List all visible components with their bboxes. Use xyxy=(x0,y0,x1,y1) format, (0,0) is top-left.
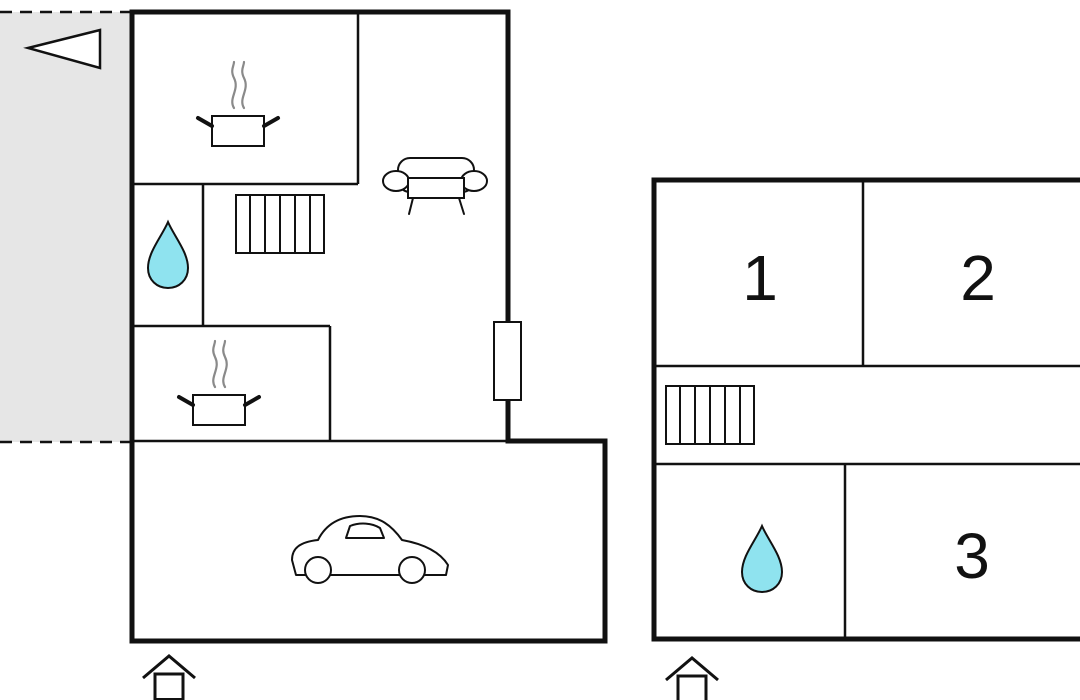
water-drop-icon xyxy=(147,221,189,289)
upper-floor: 1 2 3 xyxy=(651,177,1080,700)
ground-floor xyxy=(129,9,608,700)
ground-floor-outline xyxy=(129,9,608,644)
room-number-2: 2 xyxy=(960,242,996,314)
cooking-pot-icon xyxy=(196,60,280,148)
sofa-icon xyxy=(382,157,488,215)
terrace-fill xyxy=(0,12,130,442)
house-entrance-icon xyxy=(141,654,197,700)
water-drop-icon xyxy=(741,525,783,593)
house-entrance-icon xyxy=(664,656,720,700)
room-number-1: 1 xyxy=(742,242,778,314)
car-icon xyxy=(291,515,449,584)
stairs-icon xyxy=(235,194,325,254)
cooking-pot-icon xyxy=(177,339,261,427)
room-number-3: 3 xyxy=(954,520,990,592)
upper-floor-outline xyxy=(651,177,1080,642)
terrace-area xyxy=(0,10,130,444)
direction-arrow-icon xyxy=(23,28,102,70)
stairs-icon xyxy=(665,385,755,445)
window xyxy=(493,321,522,401)
